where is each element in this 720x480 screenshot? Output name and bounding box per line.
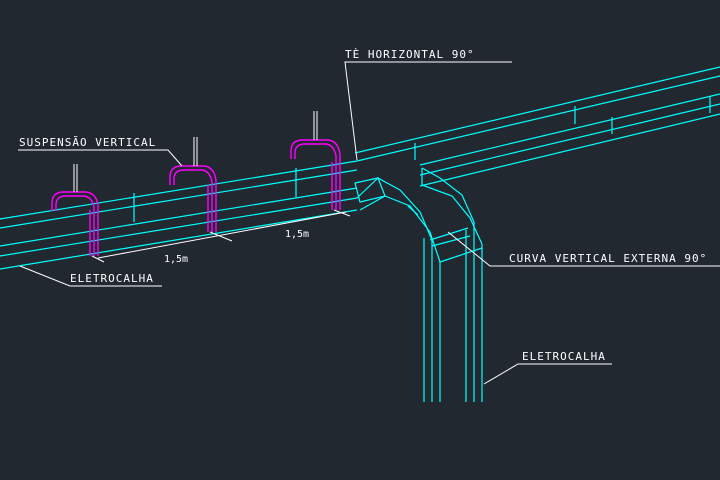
label-curva-vertical: CURVA VERTICAL EXTERNA 90° — [509, 252, 707, 265]
hanger-2 — [169, 165, 217, 232]
cable-tray-right — [354, 66, 720, 187]
label-te-horizontal: TÈ HORIZONTAL 90° — [345, 48, 475, 61]
label-eletrocalha-right: ELETROCALHA — [522, 350, 606, 363]
label-suspensao-vertical: SUSPENSÃO VERTICAL — [19, 136, 156, 149]
threaded-rods — [73, 111, 318, 192]
dimension-label-2: 1,5m — [285, 229, 309, 240]
tee-and-vertical-curve — [354, 167, 483, 402]
leader-lines — [18, 61, 720, 385]
cable-tray-left — [0, 160, 358, 270]
dimension-label-1: 1,5m — [164, 254, 188, 265]
label-eletrocalha-left: ELETROCALHA — [70, 272, 154, 285]
hanger-3 — [290, 139, 341, 210]
dimension-lines — [91, 209, 351, 263]
